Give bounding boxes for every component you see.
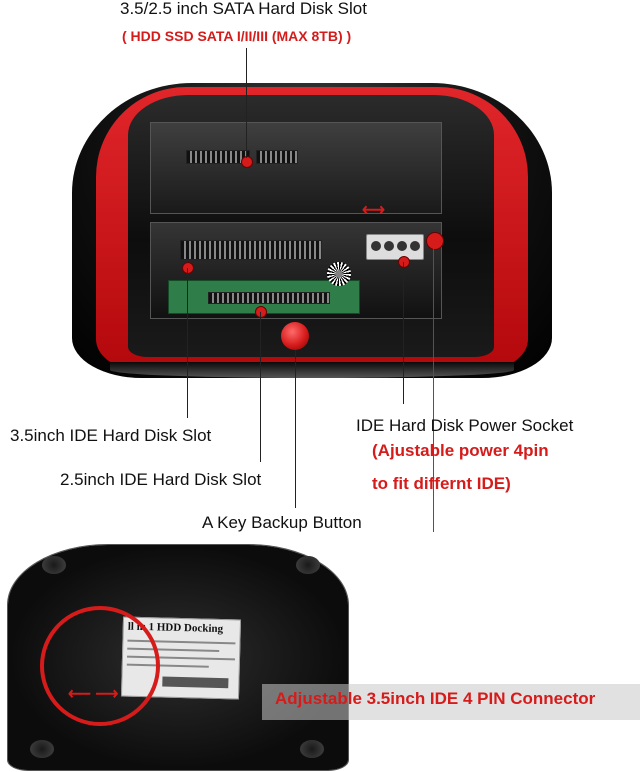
connector-banner [262, 684, 640, 720]
rubber-foot [296, 556, 320, 574]
ide35-leader-line [187, 268, 188, 418]
sata-slot [150, 122, 442, 214]
backup-button-photo [281, 322, 309, 350]
ide35-connector [180, 240, 322, 260]
backup-leader-line [295, 350, 296, 508]
warranty-sticker [327, 262, 351, 286]
ide25-leader-line [260, 312, 261, 462]
connector-highlight-circle [40, 606, 160, 726]
ide-power-socket [366, 234, 424, 260]
ide35-marker-dot [182, 262, 194, 274]
power-marker-dot [398, 256, 410, 268]
ide25-marker-dot [255, 306, 267, 318]
ide-power-note-1: (Ajustable power 4pin [372, 441, 549, 460]
backup-button-label: A Key Backup Button [202, 513, 362, 532]
docking-station-base [110, 362, 514, 378]
sata-connector-right [256, 150, 298, 164]
sata-spec-label: ( HDD SSD SATA I/II/III (MAX 8TB) ) [122, 28, 352, 44]
ide25-connector [208, 292, 330, 304]
ide-power-label: IDE Hard Disk Power Socket [356, 416, 574, 435]
adjust-direction-arrow-icon: ⟵ ⟶ [68, 686, 119, 703]
ide25-slot-label: 2.5inch IDE Hard Disk Slot [60, 470, 262, 489]
connector-leader-line-v [433, 247, 434, 655]
rubber-foot [300, 740, 324, 758]
rubber-foot [42, 556, 66, 574]
rubber-foot [30, 740, 54, 758]
power-adjust-arrow-icon: ⟷ [362, 202, 385, 219]
power-socket-marker-dot [426, 232, 444, 250]
power-leader-line [403, 262, 404, 404]
ide-power-note-2: to fit differnt IDE) [372, 474, 511, 493]
connector-banner-text: Adjustable 3.5inch IDE 4 PIN Connector [275, 689, 596, 708]
sata-marker-dot [241, 156, 253, 168]
sata-slot-label: 3.5/2.5 inch SATA Hard Disk Slot [120, 0, 367, 18]
ide35-slot-label: 3.5inch IDE Hard Disk Slot [10, 426, 212, 445]
sata-leader-line [246, 48, 247, 158]
